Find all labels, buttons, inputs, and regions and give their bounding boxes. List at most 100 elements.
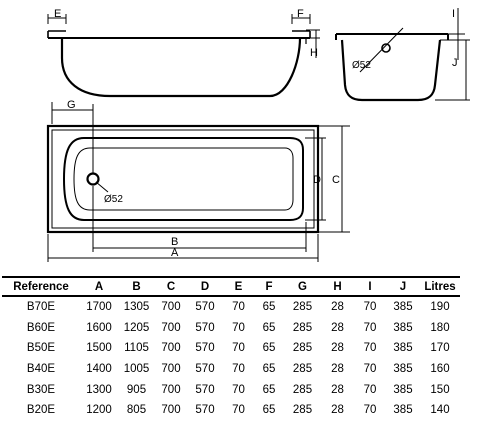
table-cell: 805 [126,404,147,417]
plan-view: Ø52 G B A D C [46,99,350,262]
table-cell: 28 [331,404,344,417]
dim-label-d: D [313,174,321,186]
dim-label-g: G [67,99,76,111]
reference-cell: B20E [26,404,56,417]
end-elevation-view: Ø52 I J [335,8,470,102]
table-cell: 65 [262,383,276,396]
table-cell: 570 [195,342,215,355]
table-cell: 385 [393,363,413,376]
table-cell: 570 [195,301,215,314]
table-row: B40E 1400 1005 700 570 70 65 285 28 70 385 160 [2,359,460,380]
table-cell: 65 [262,301,276,314]
dim-label-e: E [54,8,61,20]
table-cell: 180 [430,321,450,334]
reference-cell: B60E [26,321,56,334]
table-cell: 70 [363,301,377,314]
dim-label-i: I [452,8,455,20]
table-cell: 285 [292,404,313,417]
table-cell: 700 [161,301,181,314]
table-cell: 570 [195,404,215,417]
reference-cell: B70E [26,301,56,314]
column-header: D [200,280,210,293]
column-header: B [132,280,141,293]
table-cell: 1300 [86,383,112,396]
reference-cell: B30E [26,383,56,396]
table-cell: 700 [161,363,181,376]
table-cell: 700 [161,342,181,355]
table-cell: 285 [292,321,313,334]
table-cell: 70 [363,383,377,396]
table-cell: 285 [292,363,313,376]
table-cell: 1305 [123,301,150,314]
table-cell: 1600 [86,321,112,334]
column-header: E [234,280,243,293]
table-cell: 140 [430,404,450,417]
column-header: G [298,280,307,293]
column-header: C [166,280,176,293]
table-row: B70E 1700 1305 700 570 70 65 285 28 70 385 190 [2,296,460,318]
table-cell: 65 [262,342,276,355]
table-cell: 28 [331,301,344,314]
table-cell: 385 [393,404,413,417]
dim-label-c: C [332,174,340,186]
dim-label-h: H [310,47,318,59]
drain-label-side: Ø52 [352,60,371,71]
table-cell: 70 [232,301,245,314]
table-cell: 700 [161,321,181,334]
tub-outer-rim [46,124,320,234]
table-cell: 385 [393,321,413,334]
table-cell: 285 [292,342,313,355]
table-cell: 570 [195,383,215,396]
table-cell: 700 [161,383,181,396]
table-cell: 190 [430,301,450,314]
table-cell: 65 [262,363,276,376]
table-cell: 170 [430,342,450,355]
table-cell: 70 [232,383,245,396]
table-cell: 1105 [124,342,149,355]
table-cell: 70 [363,321,377,334]
table-cell: 70 [363,404,377,417]
table-cell: 1005 [123,363,150,376]
table-cell: 65 [262,321,276,334]
dim-label-b: B [171,236,178,248]
tub-basin-outline [62,137,304,221]
side-elevation-view: E F H [47,8,320,98]
table-cell: 70 [232,404,245,417]
reference-cell: B50E [26,342,56,355]
table-cell: 285 [292,383,313,396]
table-cell: 160 [430,363,450,376]
table-cell: 1400 [86,363,112,376]
column-header: A [94,280,104,293]
table-cell: 905 [126,383,147,396]
dim-label-f: F [297,8,304,20]
table-cell: 1700 [86,301,112,314]
table-cell: 28 [331,321,344,334]
column-header: Litres [424,280,456,293]
table-cell: 70 [232,321,245,334]
drain-label-plan: Ø52 [104,194,123,205]
table-cell: 570 [195,363,215,376]
table-cell: 570 [195,321,215,334]
reference-cell: B40E [26,363,56,376]
column-header: H [333,280,342,293]
drain-outlet-side [381,43,391,53]
table-cell: 70 [363,363,377,376]
table-cell: 700 [161,404,181,417]
column-header: I [368,280,372,293]
table-cell: 70 [232,363,245,376]
table-cell: 70 [232,342,245,355]
column-header: Reference [13,280,69,293]
table-cell: 1200 [86,404,112,417]
table-cell: 385 [393,301,413,314]
table-cell: 285 [292,301,313,314]
table-cell: 28 [331,363,344,376]
dim-label-j: J [452,57,458,69]
bathtub-technical-drawing: E F H Ø52 I J Ø52 G B [46,8,470,262]
